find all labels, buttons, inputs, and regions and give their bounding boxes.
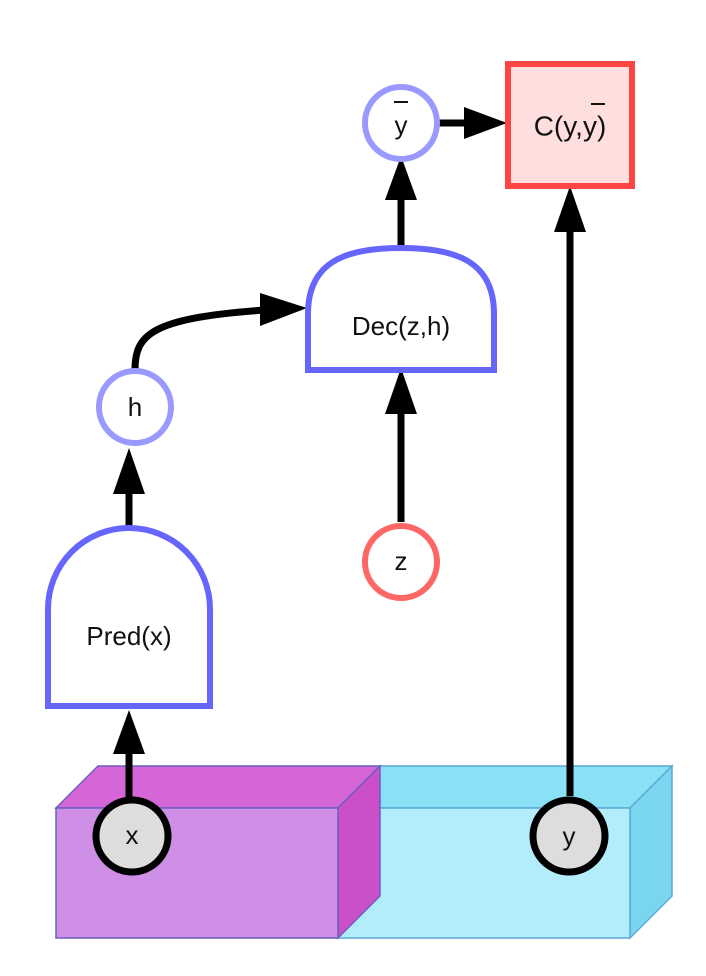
arrowhead-y-to-cost [554,186,586,232]
cost-label: C(y,y) [534,110,607,141]
arrowheads [113,107,586,754]
pred-module-shape [45,525,213,709]
arrowhead-dec-to-ybar [385,156,417,200]
ybar-node-circle [362,84,440,162]
h-node-circle [96,368,174,446]
pred-module-label: Pred(x) [86,621,171,651]
x-node-label: x [126,820,139,850]
ybar-node-label: y [395,110,408,140]
y-node-label: y [563,821,576,851]
dec-module-shape [305,244,497,373]
x-node-circle [92,796,172,876]
z-node-label: z [395,546,408,576]
h-node: h [96,368,174,446]
y-data-block [336,764,674,940]
x-block-top-face [54,765,382,809]
arrowhead-z-to-dec [385,368,417,414]
z-node-circle [362,523,440,601]
y-block-top-face [336,765,674,809]
x-node: x [92,796,172,876]
arrowhead-pred-to-h [113,448,145,494]
z-node: z [362,523,440,601]
ybar-node: y [362,84,440,162]
arrowhead-ybar-to-cost [464,107,507,139]
arrowhead-x-to-pred [113,710,145,754]
cost-box: C(y,y) [505,61,635,189]
cost-box-shape [505,61,635,189]
h-node-label: h [128,392,142,422]
pred-module: Pred(x) [45,525,213,709]
y-node: y [529,796,609,876]
arrow-h-to-dec-shaft [131,306,266,371]
dec-module: Dec(z,h) [305,244,497,373]
y-node-circle [529,796,609,876]
arrows [125,119,574,798]
dec-module-label: Dec(z,h) [352,311,450,341]
arrowhead-h-to-dec [260,293,307,326]
